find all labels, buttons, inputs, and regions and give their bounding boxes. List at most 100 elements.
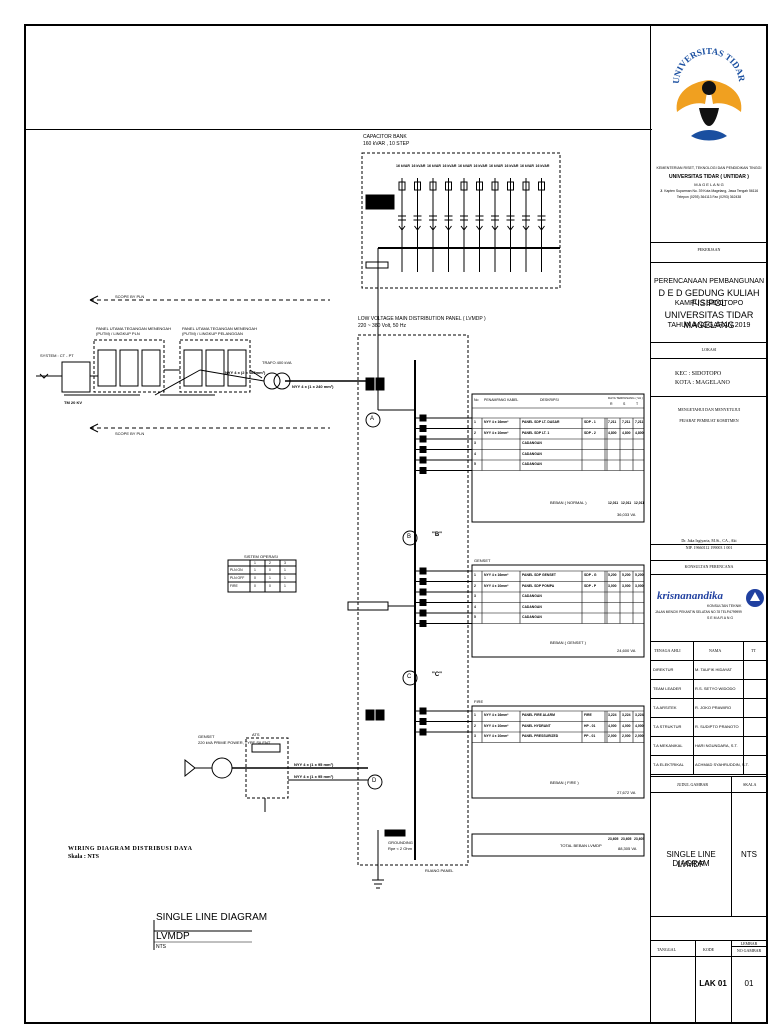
table-cell: PANEL SDP LT. DASAR xyxy=(522,420,560,424)
interlock-col: 3 xyxy=(284,561,286,565)
table-cell: 4,800 xyxy=(622,430,631,435)
capacitor-step xyxy=(398,178,406,272)
feeder xyxy=(415,620,472,627)
section-a-letter: A xyxy=(370,416,375,422)
drawing-sheet xyxy=(24,24,768,1024)
table-cell: SDP - 1 xyxy=(584,420,596,424)
customer-panel-label: PANEL UTAMA TEGANGAN MENENGAH (PUTM) / L… xyxy=(182,326,257,336)
table-cell: CADANGAN xyxy=(522,451,542,456)
project-line-1: PERENCANAAN PEMBANGUNAN xyxy=(653,278,765,285)
capacitor-step-label: 16 kVAR xyxy=(411,164,426,168)
capacitor-step-label: 16 kVAR xyxy=(520,164,534,168)
genset-total-va: 24,600 VA xyxy=(617,648,636,653)
table-cell: 4,800 xyxy=(608,430,617,435)
table-cell: CADANGAN xyxy=(522,462,542,466)
team-header-tt: TT xyxy=(751,648,756,653)
genset-spec: 220 kVA PRIME POWER, TYPE SILENT xyxy=(198,740,271,745)
feeder xyxy=(415,707,472,715)
capacitor-step-label: 16 kVAR xyxy=(396,164,410,168)
team-name: R. SUDIPTO PRANOTO xyxy=(695,724,739,729)
capacitor-bank-box xyxy=(361,152,561,289)
table-cell: 4,000 xyxy=(622,723,631,728)
table-header: PENAMPANG KABEL xyxy=(484,398,519,402)
interlock-col: 2 xyxy=(269,561,271,565)
table-cell: 7,211 xyxy=(622,420,631,424)
feeder xyxy=(415,718,472,725)
table-header-sub: T xyxy=(636,402,639,406)
grand-total-va: 88,305 VA xyxy=(618,846,637,851)
team-name: M. TAUFIK HIDAYAT xyxy=(695,667,732,672)
grand-total-label: TOTAL BEBAN LVMDP xyxy=(560,843,602,848)
interlock-cell: PLN ON xyxy=(230,568,243,572)
city: M A G E L A N G xyxy=(694,182,724,187)
table-cell: 3,224 xyxy=(608,713,617,717)
top-band-divider xyxy=(26,129,652,130)
feeder xyxy=(415,425,472,432)
consultant-addr2: S E M A R A N G xyxy=(707,616,734,620)
grand-total-cell: 23,605 xyxy=(634,837,645,841)
table-cell: 3 xyxy=(474,594,476,598)
table-cell: PANEL FIRE ALARM xyxy=(522,713,555,717)
table-cell: PP - 01 xyxy=(584,734,596,738)
normal-total-va: 36,033 VA xyxy=(617,512,636,517)
table-header: DAYA TERPASANG ( VA ) xyxy=(608,396,643,400)
capacitor-step xyxy=(444,178,453,272)
interlock-table xyxy=(227,559,297,593)
table-cell: 4,000 xyxy=(608,723,617,728)
table-cell: 3 xyxy=(474,734,476,738)
table-cell: 5 xyxy=(474,462,476,466)
grounding-note: Rpe < 2 Ohm xyxy=(388,846,412,851)
trafo-label: TRAFO 400 kVA xyxy=(262,360,292,365)
table-cell: 5 xyxy=(474,615,476,619)
genset-label: GENSET xyxy=(198,734,215,739)
table-cell: PANEL PRESSURIZED xyxy=(522,734,559,738)
interlock-cell: 0 xyxy=(269,584,271,588)
drawing-title-1: SINGLE LINE DIAGRAM xyxy=(666,850,716,868)
table-cell: 7,211 xyxy=(635,420,644,424)
pekerjaan-label: PEKERJAAN xyxy=(697,247,721,252)
team-name: HARI NGUNDARA, S.T. xyxy=(695,743,738,748)
table-cell: 3,000 xyxy=(622,583,631,588)
interlock-cell: FIRE xyxy=(230,584,238,588)
grounding-label: GROUNDING xyxy=(388,840,413,845)
table-cell: FIRE xyxy=(584,713,592,717)
address: Jl. Kapten Suparman No. 39 Kota Magelang… xyxy=(659,189,759,193)
table-cell: 2,000 xyxy=(608,734,617,738)
table-cell: 3,000 xyxy=(635,583,644,588)
table-cell: 5,200 xyxy=(622,573,631,577)
capacitor-step xyxy=(460,178,468,272)
capacitor-steps xyxy=(398,178,546,272)
svg-text:UNIVERSITAS TIDAR: UNIVERSITAS TIDAR xyxy=(671,46,747,84)
customer-panel-putm xyxy=(179,339,251,393)
load-table-genset xyxy=(471,564,645,658)
total-cell: 12,011 xyxy=(634,501,645,505)
team-role: TEAM LEADER xyxy=(653,686,682,691)
table-cell: 3 xyxy=(474,441,476,445)
fire-rows-label: FIRE xyxy=(474,699,484,704)
lokasi-kota: KOTA : MAGELANO xyxy=(675,380,730,386)
feeder xyxy=(415,578,472,585)
no-gambar-label: NO GAMBAR xyxy=(736,948,762,953)
table-header-sub: R xyxy=(610,402,613,406)
section-b-letter: B xyxy=(407,534,412,540)
feeder xyxy=(415,435,472,443)
feeder xyxy=(415,446,472,453)
cable-main: NYY 4 x (2 x 185mm²) xyxy=(225,370,266,375)
table-cell: HP - 01 xyxy=(584,723,596,728)
interlock-cell: PLN OFF xyxy=(230,576,245,580)
table-cell: 5,200 xyxy=(635,573,644,577)
capacitor-step xyxy=(522,178,530,272)
team-header-role: TENAGA AHLI xyxy=(654,648,681,653)
sheet-title-2: LVMDP xyxy=(156,931,190,942)
table-cell: NYY 4 x 10mm² xyxy=(484,723,509,728)
table-cell: 4,000 xyxy=(635,723,644,728)
table-cell: 1 xyxy=(474,573,476,577)
normal-total-label: BEBAN ( NORMAL ) xyxy=(550,500,587,505)
table-cell: 4,800 xyxy=(635,430,644,435)
table-cell: 2 xyxy=(474,430,476,435)
table-cell: PANEL SDP GENSET xyxy=(522,573,556,577)
